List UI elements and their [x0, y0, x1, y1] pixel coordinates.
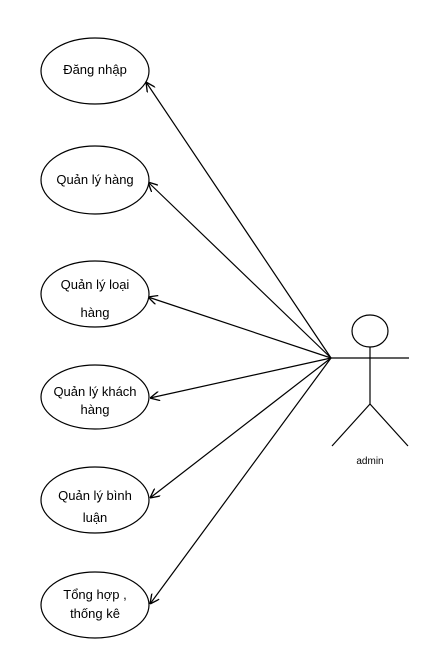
svg-text:Quản lý loại: Quản lý loại — [61, 277, 130, 292]
svg-text:Quản lý hàng: Quản lý hàng — [56, 172, 133, 187]
use-case-label-line1: Quản lý khách — [53, 384, 136, 399]
association-quan-ly-binh-luan — [150, 357, 332, 498]
use-case-label-line2: luận — [83, 510, 108, 525]
use-case-quan-ly-hang[interactable]: Quản lý hàng — [40, 145, 150, 215]
use-case-tong-hop-thong-ke[interactable]: Tổng hợp , thống kê — [40, 571, 150, 639]
actor-left-leg-icon — [331, 403, 371, 447]
svg-text:hàng: hàng — [81, 402, 110, 417]
use-case-dang-nhap[interactable]: Đăng nhập — [40, 37, 150, 105]
association-dang-nhap — [146, 82, 332, 359]
use-case-quan-ly-binh-luan[interactable]: Quản lý bình luận — [40, 466, 150, 534]
use-case-label-line1: Quản lý loại — [61, 277, 130, 292]
svg-text:hàng: hàng — [81, 305, 110, 320]
actor-right-leg-icon — [369, 403, 409, 447]
association-quan-ly-khach-hang — [150, 357, 332, 398]
associations — [146, 82, 332, 604]
svg-text:Đăng nhập: Đăng nhập — [63, 62, 127, 77]
actor-admin[interactable]: admin — [331, 314, 409, 467]
svg-text:Quản lý khách: Quản lý khách — [53, 384, 136, 399]
use-case-label-line2: hàng — [81, 402, 110, 417]
actor-label: admin — [356, 456, 383, 467]
svg-text:admin: admin — [356, 456, 383, 467]
use-case-quan-ly-loai-hang[interactable]: Quản lý loại hàng — [40, 260, 150, 328]
use-case-label-line2: thống kê — [70, 606, 120, 621]
svg-text:Quản lý bình: Quản lý bình — [58, 488, 132, 503]
use-case-label: Đăng nhập — [63, 62, 127, 77]
use-case-quan-ly-khach-hang[interactable]: Quản lý khách hàng — [40, 364, 150, 430]
svg-text:Tổng hợp ,: Tổng hợp , — [63, 587, 126, 602]
svg-text:thống kê: thống kê — [70, 606, 120, 621]
association-tong-hop-thong-ke — [150, 357, 332, 604]
actor-head-icon — [351, 314, 389, 348]
association-quan-ly-loai-hang — [148, 297, 332, 359]
use-case-label: Quản lý hàng — [56, 172, 133, 187]
use-case-label-line1: Tổng hợp , — [63, 587, 126, 602]
use-case-label-line2: hàng — [81, 305, 110, 320]
use-case-label-line1: Quản lý bình — [58, 488, 132, 503]
svg-text:luận: luận — [83, 510, 108, 525]
association-quan-ly-hang — [148, 182, 332, 359]
